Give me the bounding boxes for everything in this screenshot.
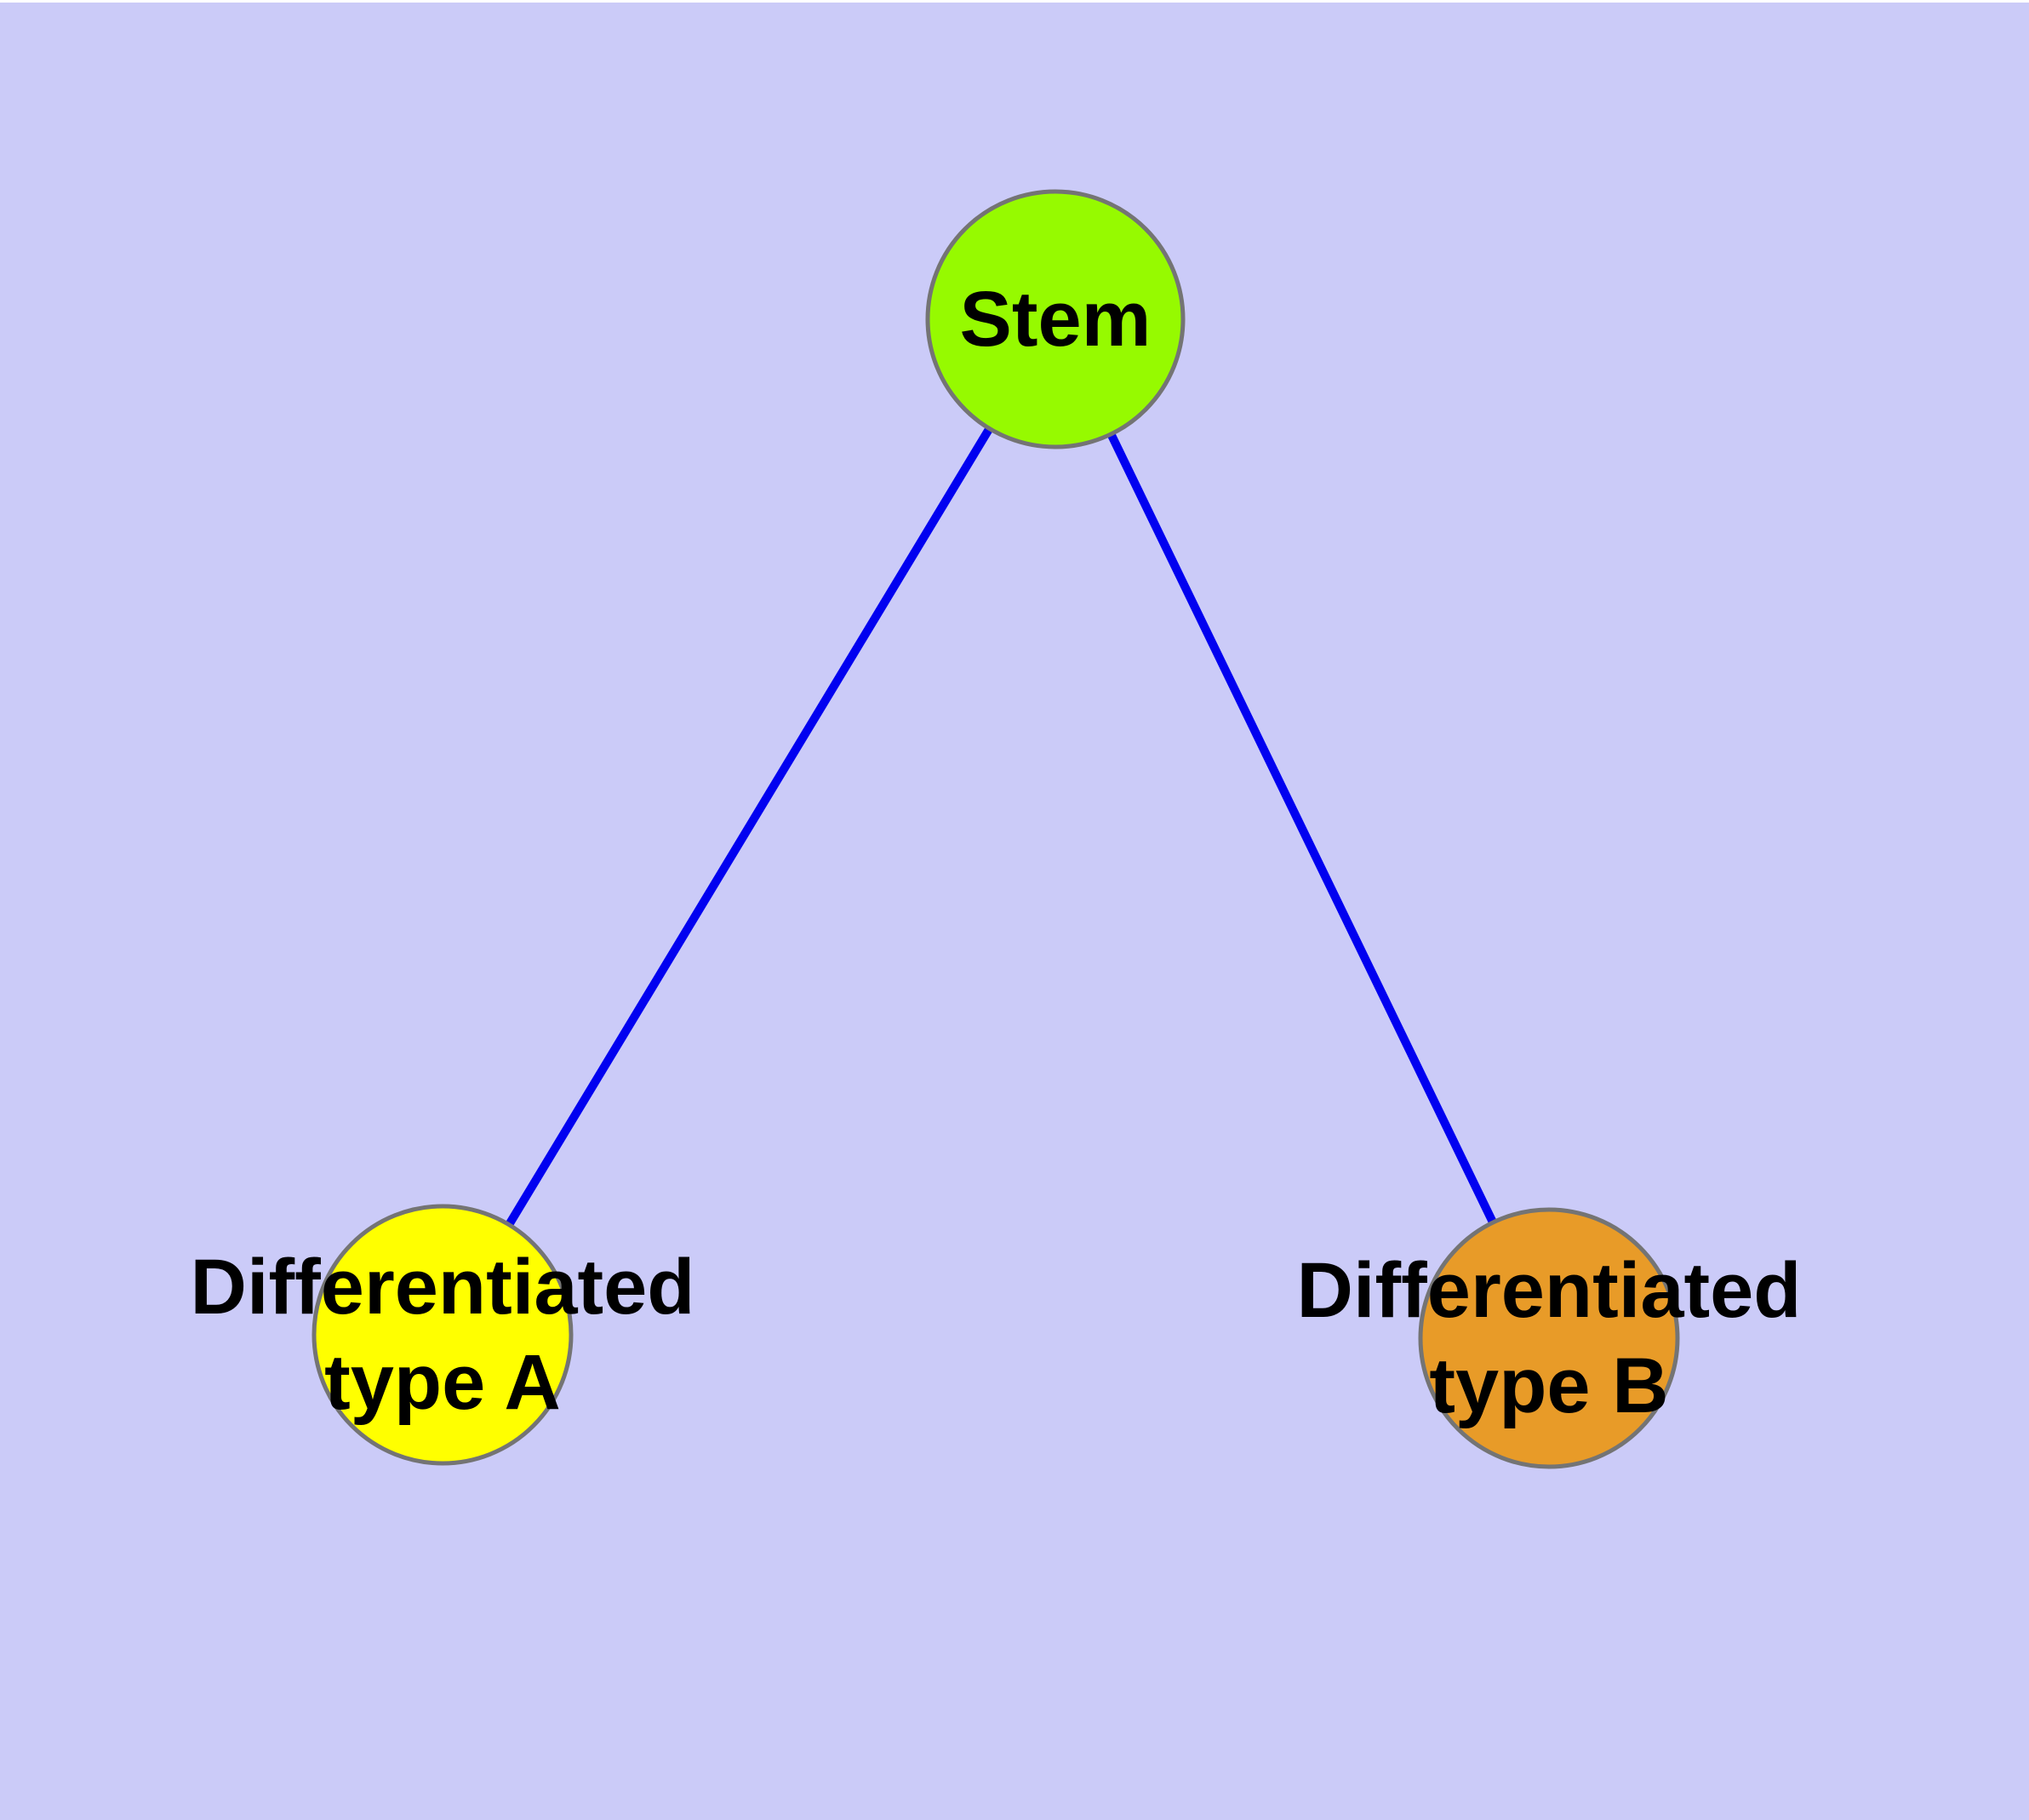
node-differentiated-type-a	[311, 1204, 574, 1466]
node-label-differentiated-type-b: Differentiated type B	[1296, 1247, 1802, 1429]
edge-stem-to-type-a	[438, 317, 1060, 1337]
node-label-differentiated-type-a: Differentiated type A	[190, 1244, 695, 1426]
node-stem	[925, 189, 1186, 449]
node-differentiated-type-b	[1418, 1207, 1680, 1469]
node-label-stem: Stem	[959, 276, 1152, 363]
edge-stem-to-type-b	[1051, 317, 1553, 1341]
top-margin	[0, 0, 2029, 3]
